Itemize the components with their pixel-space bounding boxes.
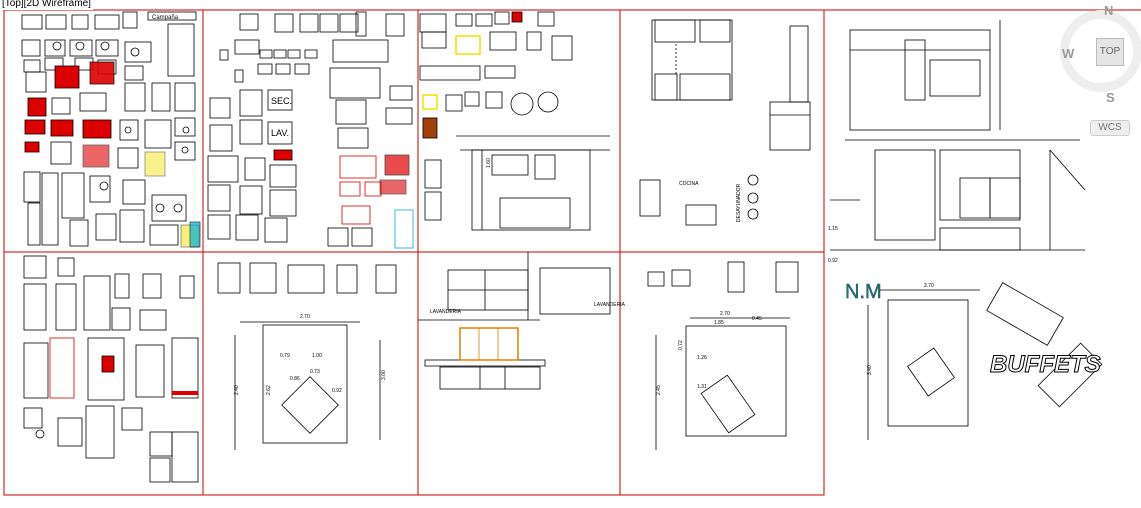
- dim-label: 3.40: [867, 365, 873, 375]
- panel-laundry-elevation: [418, 252, 611, 390]
- dim-label: 3.00: [381, 370, 387, 380]
- wcs-menu-button[interactable]: WCS: [1090, 120, 1130, 136]
- dim-label: 1.85: [714, 320, 724, 326]
- panel-laundry-labels: LAVANDERIA LAVANDERIA: [430, 302, 626, 315]
- dim-label: 0.92: [332, 388, 342, 394]
- initials-label: N.M: [845, 281, 882, 303]
- buffets-label: BUFFETS: [990, 351, 1101, 378]
- panel-kitchen-elevations: COCINA DESAYUNADOR: [639, 19, 811, 226]
- panel-buffets-plan: [867, 282, 1103, 440]
- panel-corner-plan: [217, 262, 397, 450]
- dim-label: 2.70: [300, 314, 310, 320]
- panel-l-plan-dims: 2.70 1.85 1.26 1.31 0.45 0.72 2.45: [656, 311, 762, 395]
- range-badge-label: Campaña: [152, 15, 179, 21]
- compass-south-label[interactable]: S: [1106, 90, 1115, 105]
- dim-label: 1.00: [312, 353, 322, 359]
- dim-label: 0.45: [752, 316, 762, 322]
- dim-label: 1.26: [697, 355, 707, 361]
- dim-label: 2.62: [266, 385, 272, 395]
- dim-label: 2.45: [656, 385, 662, 395]
- dim-label: 1.31: [697, 384, 707, 390]
- secadora-label: SEC.: [271, 96, 292, 106]
- dim-label: 1.60: [486, 158, 492, 168]
- dim-label: 2.70: [720, 311, 730, 317]
- viewport-label[interactable]: [Top][2D Wireframe]: [0, 0, 93, 10]
- compass-west-label[interactable]: W: [1062, 46, 1075, 61]
- viewcube-top-face[interactable]: TOP: [1096, 38, 1124, 66]
- panel-stoves: Campaña: [21, 11, 201, 248]
- panel-laundry-sinks: SEC. LAV.: [207, 11, 414, 249]
- panel-l-plan: [647, 261, 799, 450]
- panel-sinks-elevation: [419, 11, 610, 231]
- dim-label: 0.73: [310, 369, 320, 375]
- dim-label: 0.86: [290, 376, 300, 382]
- desayunador-label: DESAYUNADOR: [736, 183, 742, 222]
- panel-buffets-dims: 2.70 3.40 1.15 0.92 1.60: [486, 158, 934, 375]
- dim-label: 2.40: [234, 385, 240, 395]
- dim-label: 0.72: [678, 340, 684, 350]
- dim-label: 0.92: [828, 258, 838, 264]
- panel-perspective: [830, 20, 1086, 251]
- dim-label: 2.70: [924, 283, 934, 289]
- cocina-label: COCINA: [679, 181, 699, 187]
- lavadora-label: LAV.: [271, 128, 289, 138]
- lavandería-label: LAVANDERIA: [430, 309, 462, 315]
- viewcube-compass-ring[interactable]: [1060, 10, 1141, 92]
- compass-north-label[interactable]: N: [1104, 3, 1114, 18]
- sheet-frames: [3, 9, 1141, 496]
- dim-label: 0.79: [280, 353, 290, 359]
- panel-refrigerators: [23, 255, 199, 483]
- dim-label: 1.15: [828, 226, 838, 232]
- panel-corner-plan-dims: 2.70 1.00 0.73 0.79 0.86 0.92 2.62 2.40 …: [234, 314, 387, 395]
- lavandería-label-2: LAVANDERIA: [594, 302, 626, 308]
